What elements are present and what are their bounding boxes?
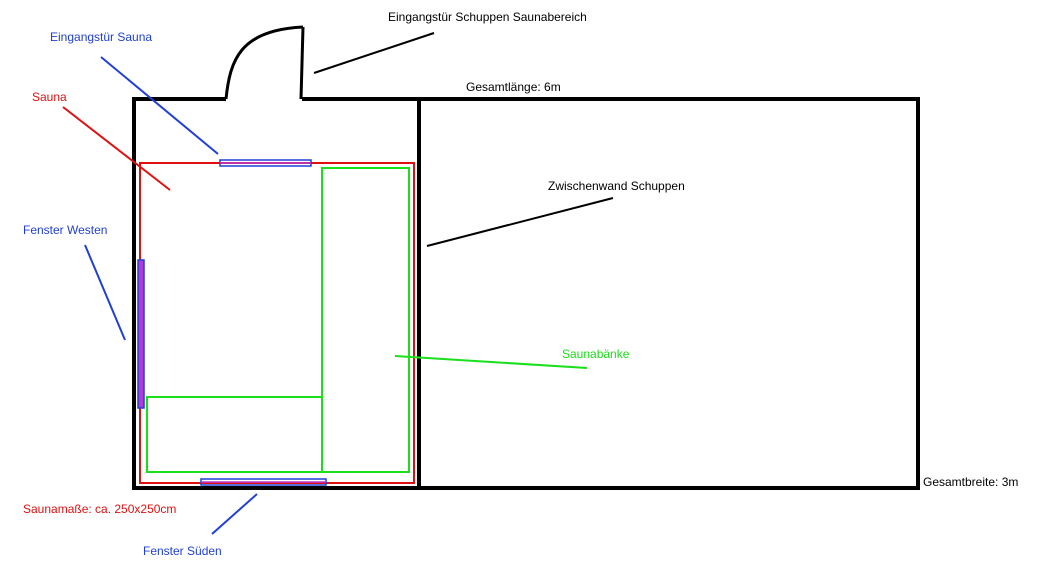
shed-door-swing <box>224 25 304 100</box>
shed-door-leaf <box>299 26 305 100</box>
label-sauna-entrance: Eingangstür Sauna <box>50 30 153 44</box>
window-west <box>137 259 145 409</box>
pointer-sauna <box>62 106 171 191</box>
label-total-length: Gesamtlänge: 6m <box>466 80 561 94</box>
pointer-partition-wall <box>426 197 614 247</box>
label-window-west: Fenster Westen <box>23 223 108 237</box>
pointer-lines <box>62 32 614 535</box>
sauna-benches <box>146 167 410 473</box>
bench-short <box>146 396 323 473</box>
shed-outline <box>132 97 920 490</box>
shed-walls <box>132 97 920 490</box>
pointer-window-south <box>211 493 258 535</box>
pointer-shed-entrance <box>313 32 435 74</box>
sauna-outline <box>139 162 415 484</box>
bench-long <box>321 167 410 473</box>
pointer-window-west <box>84 244 126 341</box>
label-sauna: Sauna <box>32 90 67 104</box>
label-total-width: Gesamtbreite: 3m <box>923 475 1019 489</box>
label-window-south: Fenster Süden <box>143 544 222 558</box>
pointer-sauna-entrance <box>100 56 219 155</box>
label-partition-wall: Zwischenwand Schuppen <box>548 179 685 193</box>
label-benches: Saunabänke <box>562 347 630 361</box>
pointer-benches <box>394 355 588 369</box>
label-shed-entrance: Eingangstür Schuppen Saunabereich <box>388 10 587 24</box>
label-sauna-dimensions: Saunamaße: ca. 250x250cm <box>23 502 177 516</box>
openings <box>137 159 327 486</box>
shed-entrance-door <box>224 25 305 100</box>
